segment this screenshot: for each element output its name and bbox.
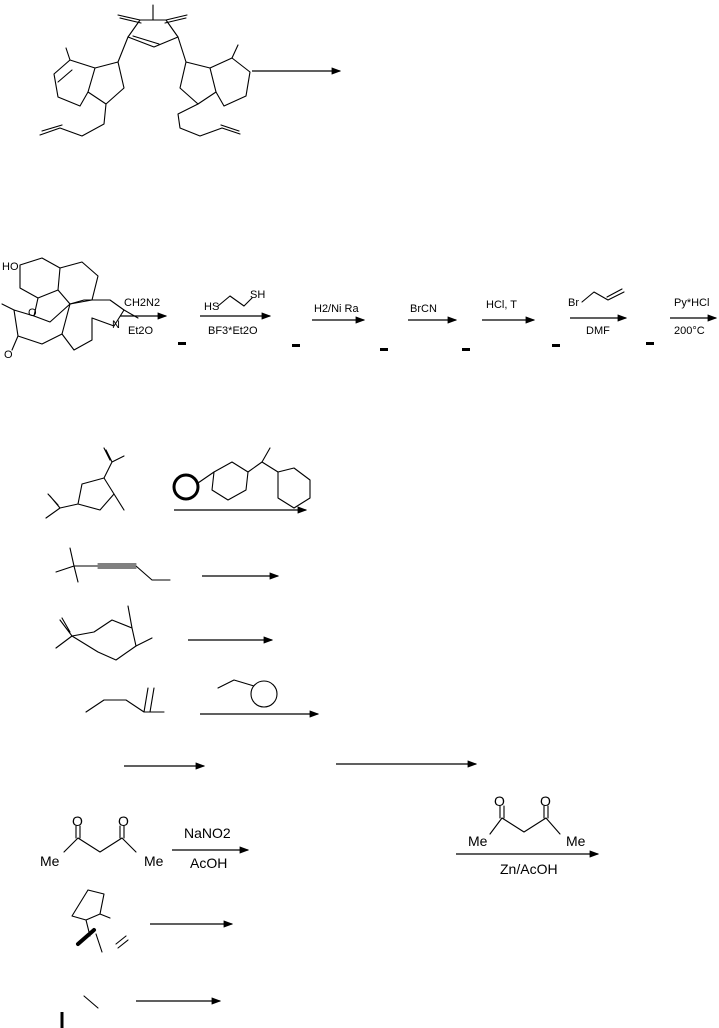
step6-reagent-top: Br	[568, 297, 579, 309]
scheme2-hydroxyl-label: HO	[2, 261, 19, 273]
step2-product-mark	[292, 344, 300, 347]
row1-polymer-reagent	[172, 447, 311, 509]
row2-alkyne	[55, 547, 171, 583]
step6-allyl-chain	[581, 288, 625, 303]
acac-left-me1: Me	[40, 853, 60, 869]
step2-reagent-bottom: BF3*Et2O	[208, 325, 258, 337]
acac-left-o1: O	[72, 813, 83, 829]
step1-product-mark	[178, 342, 186, 345]
scheme2-ring-oxygen-label: O	[28, 307, 37, 319]
acac-right-o2: O	[540, 793, 551, 809]
step3-reagent-top: H2/Ni Ra	[314, 303, 360, 315]
row4-resin-reagent	[217, 679, 278, 708]
step5-product-mark	[552, 344, 560, 347]
step4-product-mark	[462, 348, 470, 351]
bicyclic-alkene	[71, 889, 129, 953]
row1-diene-thiophene	[45, 447, 125, 519]
step7-reagent-bottom: 200°C	[674, 325, 705, 337]
reduction-reagent-bottom: Zn/AcOH	[500, 861, 558, 877]
scheme2-morphinan-structure	[1, 257, 139, 351]
nitrosation-reagent-bottom: AcOH	[190, 855, 227, 871]
row3-isopropenyl-arene	[55, 605, 153, 661]
step5-reagent-top: HCl, T	[486, 299, 517, 311]
step7-reagent-top: Py*HCl	[674, 297, 709, 309]
acac-right-structure	[489, 805, 561, 835]
step4-reagent-top: BrCN	[410, 303, 437, 315]
acac-left-me2: Me	[144, 853, 164, 869]
step2-reagent-hs: HS	[204, 301, 219, 313]
bottom-fragment	[60, 995, 99, 1028]
step6-reagent-bottom: DMF	[586, 325, 610, 337]
step2-reagent-sh: SH	[250, 289, 265, 301]
step1-reagent-bottom: Et2O	[128, 325, 154, 337]
step6-product-mark	[646, 342, 654, 345]
step1-reagent-top: CH2N2	[124, 297, 160, 309]
acac-left-structure	[63, 825, 137, 853]
row4-alkene	[85, 687, 165, 713]
step2-dithiol-chain	[217, 295, 253, 307]
acac-right-o1: O	[494, 793, 505, 809]
acac-right-me2: Me	[566, 833, 586, 849]
acac-right-me1: Me	[468, 833, 488, 849]
scheme2-nitrogen-label: N	[112, 319, 120, 331]
scheme1-bisindole-structure	[39, 4, 251, 137]
scheme2-ketone-oxygen-label: O	[4, 349, 13, 361]
step3-product-mark	[380, 348, 388, 351]
acac-left-o2: O	[118, 813, 129, 829]
nitrosation-reagent-top: NaNO2	[184, 825, 231, 841]
